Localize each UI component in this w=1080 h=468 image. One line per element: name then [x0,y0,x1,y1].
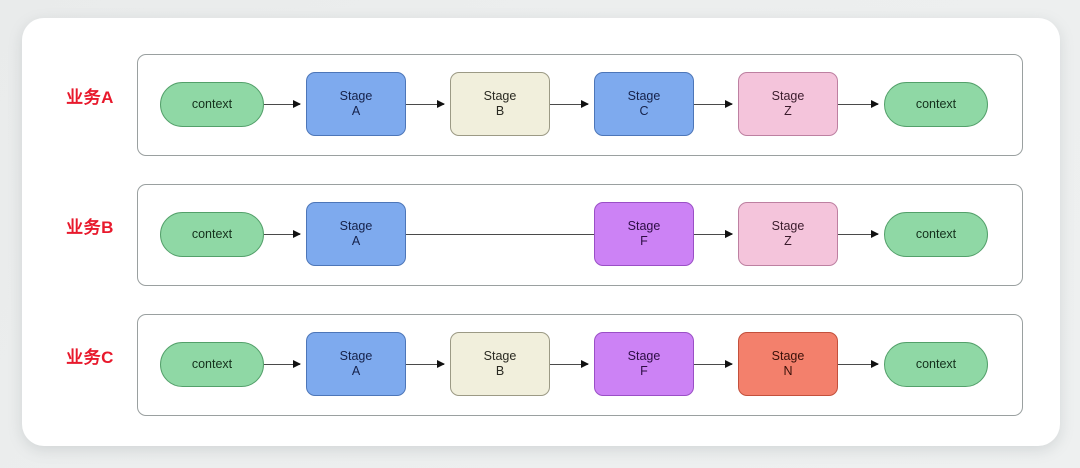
connector-a-0 [264,100,301,108]
arrow-head-icon [293,100,301,108]
stage-name: N [783,364,793,378]
stage-word: Stage [483,349,517,363]
connector-c-1 [406,360,445,368]
arrow-head-icon [293,360,301,368]
connector-c-3 [694,360,733,368]
connector-b-0 [264,230,301,238]
stage-name: Z [784,104,792,118]
stage-name: F [640,364,648,378]
stage-word: Stage [771,89,805,103]
connector-c-4 [838,360,879,368]
stage-word: Stage [483,89,517,103]
connector-a-2 [550,100,589,108]
stage-name: Z [784,234,792,248]
context-node-end-c[interactable]: context [884,342,988,387]
context-node-start-b[interactable]: context [160,212,264,257]
stage-word: Stage [627,219,661,233]
arrow-head-icon [725,230,733,238]
context-node-label: context [191,227,233,241]
arrow-head-icon [293,230,301,238]
connector-a-3 [694,100,733,108]
context-node-end-a[interactable]: context [884,82,988,127]
context-node-end-b[interactable]: context [884,212,988,257]
context-node-start-c[interactable]: context [160,342,264,387]
stage-word: Stage [771,349,805,363]
arrow-head-icon [871,230,879,238]
context-node-label: context [191,97,233,111]
arrow-head-icon [581,100,589,108]
arrow-head-icon [725,360,733,368]
stage-name: A [351,104,361,118]
arrow-head-icon [871,360,879,368]
stage-word: Stage [339,349,373,363]
connector-c-2 [550,360,589,368]
stage-word: Stage [627,89,661,103]
arrow-head-icon [725,100,733,108]
connector-b-4 [838,230,879,238]
context-node-label: context [915,357,957,371]
context-node-label: context [191,357,233,371]
stage-name: A [351,364,361,378]
stage-word: Stage [771,219,805,233]
stage-name: C [639,104,649,118]
row-label-b: 业务B [66,218,114,237]
context-node-label: context [915,97,957,111]
arrow-head-icon [581,360,589,368]
stage-name: F [640,234,648,248]
connector-a-1 [406,100,445,108]
stage-name: B [495,104,505,118]
row-label-c: 业务C [66,348,114,367]
stage-name: A [351,234,361,248]
arrow-head-icon [437,360,445,368]
stage-word: Stage [339,219,373,233]
stage-word: Stage [339,89,373,103]
stage-word: Stage [627,349,661,363]
context-node-start-a[interactable]: context [160,82,264,127]
connector-c-0 [264,360,301,368]
connector-b-3 [694,230,733,238]
arrow-head-icon [871,100,879,108]
connector-a-4 [838,100,879,108]
context-node-label: context [915,227,957,241]
arrow-head-icon [437,100,445,108]
row-label-a: 业务A [66,88,114,107]
stage-name: B [495,364,505,378]
